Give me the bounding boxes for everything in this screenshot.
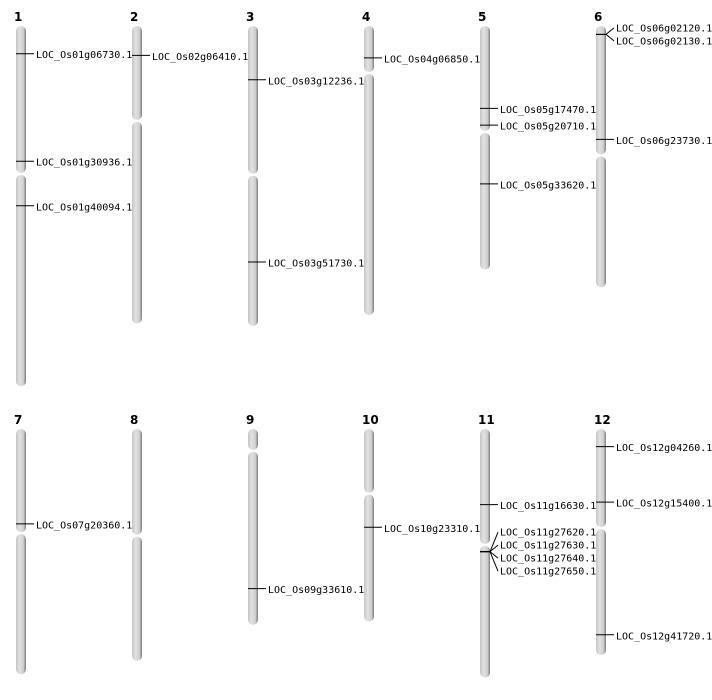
gene-label: LOC_Os06g02130.1 [616,36,712,47]
gene-label: LOC_Os06g02120.1 [616,23,712,34]
gene-leader-line [489,551,499,572]
chromosome-6: 6LOC_Os06g02120.1LOC_Os06g02130.1LOC_Os0… [594,10,712,288]
chromosome-arm-short [248,26,258,174]
chromosome-arm-long [596,156,606,288]
chromosome-number: 12 [594,413,611,427]
chromosome-arm-short [132,26,142,120]
chromosome-arm-short [596,26,606,155]
gene-label: LOC_Os01g06730.1 [36,50,132,61]
chromosome-arm-short [16,26,26,173]
chromosome-arm-long [596,529,606,655]
gene-label: LOC_Os11g27650.1 [500,567,596,578]
chromosome-5: 5LOC_Os05g17470.1LOC_Os05g20710.1LOC_Os0… [478,10,596,270]
gene-label: LOC_Os05g33620.1 [500,180,596,191]
chromosome-arm-long [132,536,142,661]
chromosome-8: 8 [130,413,142,661]
gene-leader-line [489,544,499,553]
gene-label: LOC_Os03g51730.1 [268,259,364,270]
chromosome-number: 11 [478,413,495,427]
gene-label: LOC_Os06g23730.1 [616,136,712,147]
chromosome-number: 10 [362,413,379,427]
chromosome-arm-short [16,429,26,533]
gene-label: LOC_Os11g27630.1 [500,541,596,552]
chromosome-arm-short [364,429,374,493]
gene-leader-line [605,27,615,35]
gene-label: LOC_Os11g16630.1 [500,501,596,512]
gene-label: LOC_Os11g27640.1 [500,554,596,565]
gene-label: LOC_Os01g30936.1 [36,158,132,169]
chromosome-number: 7 [14,413,22,427]
gene-label: LOC_Os04g06850.1 [384,54,480,65]
gene-label: LOC_Os05g20710.1 [500,122,596,133]
gene-label: LOC_Os12g15400.1 [616,499,712,510]
chromosome-number: 9 [246,413,254,427]
gene-leader-line [489,551,499,559]
chromosome-arm-long [248,175,258,326]
gene-label: LOC_Os12g41720.1 [616,631,712,642]
chromosome-1: 1LOC_Os01g06730.1LOC_Os01g30936.1LOC_Os0… [14,10,132,387]
chromosome-number: 1 [14,10,22,24]
chromosome-arm-long [480,545,490,678]
chromosome-11: 11LOC_Os11g16630.1LOC_Os11g27620.1LOC_Os… [478,413,596,678]
chromosome-arm-long [16,534,26,675]
gene-label: LOC_Os05g17470.1 [500,105,596,116]
chromosome-arm-short [596,429,606,528]
chromosome-arm-short [248,429,258,450]
chromosome-arm-short [480,26,490,131]
chromosome-number: 4 [362,10,370,24]
chromosome-12: 12LOC_Os12g04260.1LOC_Os12g15400.1LOC_Os… [594,413,712,655]
chromosome-number: 6 [594,10,602,24]
chromosome-arm-long [480,132,490,270]
chromosome-arm-short [132,429,142,535]
gene-label: LOC_Os02g06410.1 [152,52,248,63]
chromosome-arm-long [132,121,142,324]
chromosome-arm-long [364,74,374,315]
chromosome-number: 3 [246,10,254,24]
gene-label: LOC_Os07g20360.1 [36,520,132,531]
chromosome-arm-short [480,429,490,544]
chromosome-arm-long [364,494,374,622]
chromosome-number: 8 [130,413,138,427]
gene-label: LOC_Os03g12236.1 [268,76,364,87]
gene-label: LOC_Os10g23310.1 [384,524,480,535]
gene-label: LOC_Os12g04260.1 [616,443,712,454]
gene-label: LOC_Os09g33610.1 [268,585,364,596]
chromosome-arm-long [248,451,258,625]
gene-leader-line [489,531,499,552]
gene-label: LOC_Os01g40094.1 [36,202,132,213]
gene-label: LOC_Os11g27620.1 [500,528,596,539]
gene-leader-line [605,34,615,42]
chromosome-number: 2 [130,10,138,24]
chromosome-number: 5 [478,10,486,24]
chromosome-arm-short [364,26,374,73]
chromosome-arm-long [16,174,26,387]
